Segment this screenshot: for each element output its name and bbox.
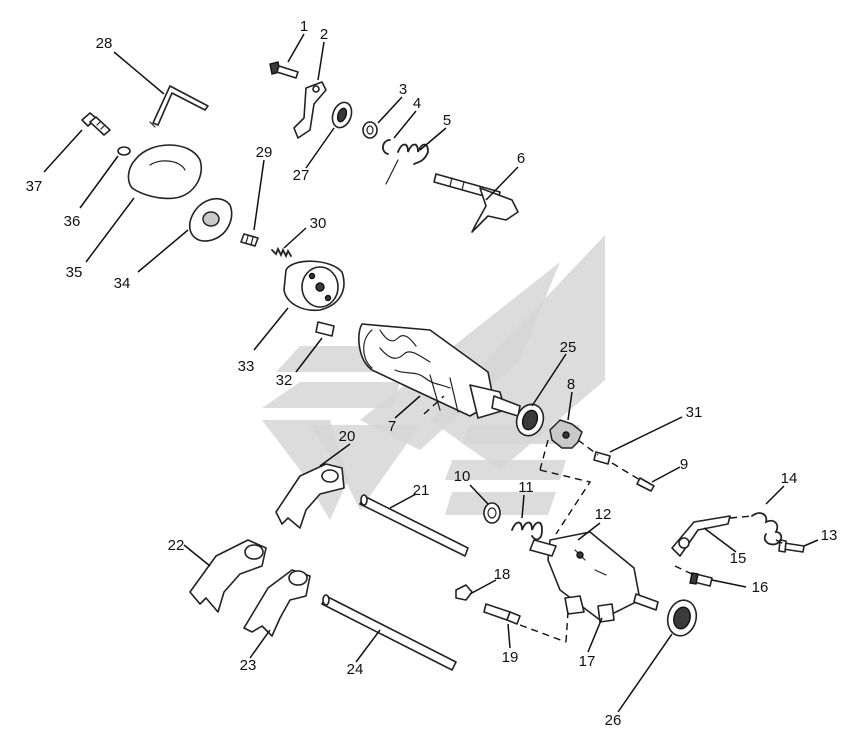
callout-12: 12 — [595, 506, 612, 523]
callout-32: 32 — [276, 372, 293, 389]
callout-29: 29 — [256, 144, 273, 161]
part-30-spring — [271, 246, 292, 259]
callout-3: 3 — [399, 81, 407, 98]
callout-13: 13 — [821, 527, 838, 544]
callout-27: 27 — [293, 167, 310, 184]
callout-26: 26 — [605, 712, 622, 729]
callout-20: 20 — [339, 428, 356, 445]
callout-4: 4 — [413, 95, 421, 112]
part-19-fitting — [483, 603, 521, 625]
part-33-cam-plate — [283, 260, 345, 312]
callout-22: 22 — [168, 537, 185, 554]
part-34-gasket — [188, 197, 233, 242]
part-10-washer — [483, 502, 501, 524]
callout-19: 19 — [502, 649, 519, 666]
assembly-dash-lines — [423, 395, 787, 643]
callout-labels: 1 2 3 4 5 6 7 8 9 10 11 12 13 14 15 16 1… — [26, 18, 838, 729]
leader-lines — [43, 33, 819, 713]
callout-21: 21 — [413, 482, 430, 499]
part-13-bolt — [778, 539, 805, 553]
part-27-oil-seal — [331, 101, 353, 129]
callout-5: 5 — [443, 112, 451, 129]
part-9-screw — [636, 477, 655, 492]
part-26-oil-seal — [666, 599, 698, 637]
part-18-nut — [455, 584, 473, 601]
part-29-pin — [240, 233, 259, 247]
callout-11: 11 — [518, 479, 534, 496]
part-8-index-star — [549, 419, 583, 449]
callout-7: 7 — [388, 418, 396, 435]
callout-24: 24 — [347, 661, 364, 678]
callout-33: 33 — [238, 358, 255, 375]
part-24-fork-shaft — [321, 594, 457, 671]
part-28-hex-key — [149, 85, 209, 128]
part-15-stopper-arm — [671, 515, 731, 557]
part-6-shift-shaft — [433, 173, 519, 233]
callout-37: 37 — [26, 178, 43, 195]
callout-2: 2 — [320, 26, 328, 43]
part-36-washer — [117, 146, 131, 156]
callout-9: 9 — [680, 456, 688, 473]
part-35-cover — [127, 144, 202, 200]
part-16-bolt — [689, 572, 713, 587]
part-5-spring — [385, 143, 429, 185]
part-4-circlip — [382, 139, 391, 155]
callout-23: 23 — [240, 657, 257, 674]
part-1-bolt — [269, 61, 299, 79]
callout-28: 28 — [96, 35, 113, 52]
part-12-shift-shaft — [529, 531, 659, 621]
callout-30: 30 — [310, 215, 327, 232]
part-11-spring — [511, 521, 543, 541]
part-20-shift-fork — [275, 463, 345, 529]
callout-36: 36 — [64, 213, 81, 230]
callout-6: 6 — [517, 150, 525, 167]
part-25-bearing — [515, 403, 545, 437]
callout-34: 34 — [114, 275, 131, 292]
callout-17: 17 — [579, 653, 596, 670]
part-22-shift-fork — [189, 539, 267, 613]
part-17-stopper — [564, 595, 615, 623]
callout-25: 25 — [560, 339, 577, 356]
part-32-pin — [315, 321, 335, 337]
part-2-lever — [293, 81, 327, 139]
callout-10: 10 — [454, 468, 471, 485]
part-31-pin — [593, 451, 611, 465]
part-37-bolt — [81, 112, 111, 136]
part-14-spring — [751, 512, 783, 546]
callout-15: 15 — [730, 550, 747, 567]
part-3-washer — [362, 121, 378, 139]
part-7-shift-drum — [358, 323, 521, 419]
callout-35: 35 — [66, 264, 83, 281]
callout-1: 1 — [300, 18, 308, 35]
callout-8: 8 — [567, 376, 575, 393]
part-21-fork-shaft — [359, 494, 469, 557]
callout-31: 31 — [686, 404, 703, 421]
callout-18: 18 — [494, 566, 511, 583]
callout-16: 16 — [752, 579, 769, 596]
callout-14: 14 — [781, 470, 798, 487]
part-23-shift-fork — [243, 569, 311, 637]
